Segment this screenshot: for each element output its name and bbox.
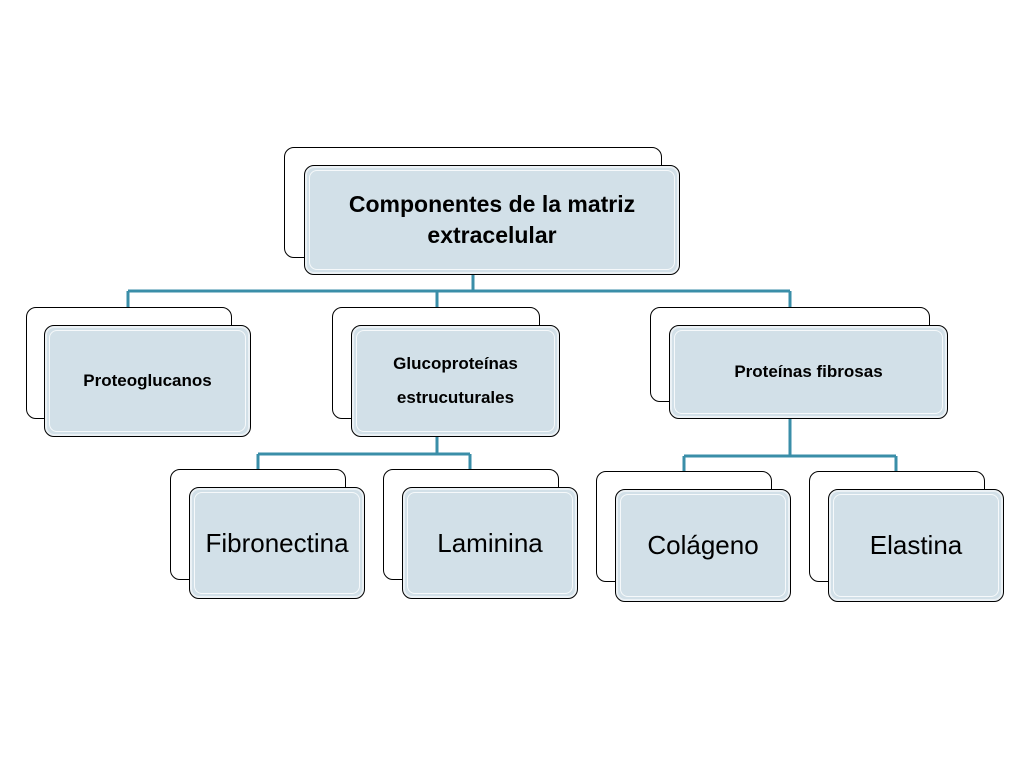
elastina-node: Elastina (828, 489, 1004, 602)
elastina-label: Elastina (869, 530, 963, 560)
root-label-line2: extracelular (427, 222, 557, 248)
glucoproteinas-label-line1: Glucoproteínas (393, 354, 518, 373)
laminina-label: Laminina (437, 527, 543, 558)
glucoproteinas-node: Glucoproteínas estrucuturales (351, 325, 560, 437)
proteoglucanos-node: Proteoglucanos (44, 325, 251, 437)
colageno-node: Colágeno (615, 489, 791, 602)
fibronectina-node: Fibronectina (189, 487, 365, 599)
root-node: Componentes de la matriz extracelular (304, 165, 680, 275)
laminina-node: Laminina (402, 487, 578, 599)
root-label-line1: Componentes de la matriz (348, 191, 636, 217)
proteinas-fibrosas-label: Proteínas fibrosas (734, 362, 883, 381)
root-node-label: Componentes de la matriz extracelular (349, 189, 635, 251)
proteoglucanos-label: Proteoglucanos (83, 371, 212, 390)
glucoproteinas-label: Glucoproteínas estrucuturales (393, 347, 518, 415)
glucoproteinas-label-line2: estrucuturales (396, 388, 515, 407)
colageno-label: Colágeno (647, 530, 759, 560)
fibronectina-label: Fibronectina (205, 527, 349, 558)
proteinas-fibrosas-node: Proteínas fibrosas (669, 325, 948, 419)
